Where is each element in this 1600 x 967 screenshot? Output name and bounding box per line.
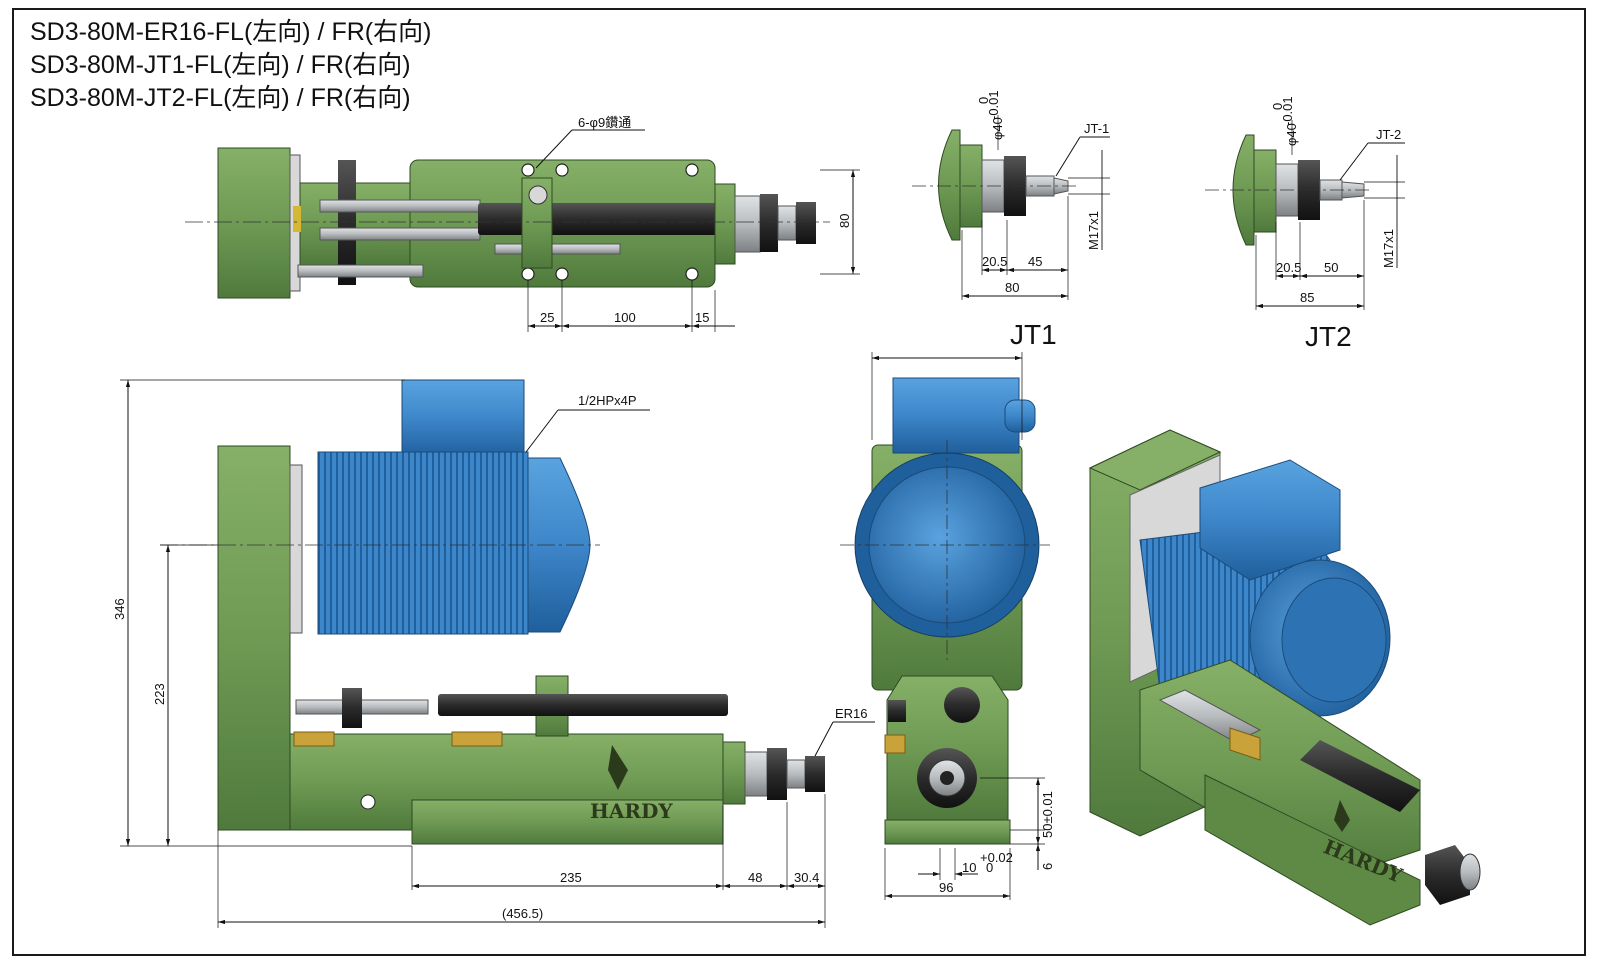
dim-front-96: 96 [939, 880, 953, 895]
iso-base [1204, 774, 1421, 926]
dim-jt1-20-5: 20.5 [982, 254, 1007, 269]
top-guide-rod [319, 199, 481, 213]
side-motor-junction-box [401, 379, 525, 459]
dim-jt1-dia-tol-lower: -0.01 [986, 90, 1001, 120]
dim-top-25: 25 [540, 310, 554, 325]
top-spindle-flange [714, 183, 736, 265]
dim-side-223: 223 [152, 683, 167, 705]
jt1-title: JT1 [1010, 319, 1057, 350]
dim-jt1-thread: M17x1 [1086, 211, 1101, 250]
dim-side-235: 235 [560, 870, 582, 885]
collet-callout: ER16 [835, 706, 868, 721]
side-spindle-nut [767, 748, 787, 800]
jt2-flange [1253, 149, 1277, 233]
iso-junction-box [1199, 459, 1341, 581]
model-title-er16: SD3-80M-ER16-FL(左向) / FR(右向) [30, 18, 432, 46]
motor-spec-callout: 1/2HPx4P [578, 393, 637, 408]
side-view: 1/2HPx4P ER16 HARDY 346 223 [112, 379, 875, 928]
jt2-title: JT2 [1305, 321, 1352, 352]
dim-side-456-5: (456.5) [502, 906, 543, 921]
dim-jt2-dia-tol-upper: 0 [1270, 103, 1285, 110]
top-spindle-nut [760, 194, 778, 252]
top-hydraulic-rod [297, 264, 424, 278]
top-hex-bolt [528, 185, 548, 205]
dim-side-48: 48 [748, 870, 762, 885]
model-title-jt2: SD3-80M-JT2-FL(左向) / FR(右向) [30, 84, 411, 112]
top-cylinder [478, 203, 718, 235]
top-view: 6-φ9鑽通 80 25 100 15 [185, 115, 860, 332]
isometric-view: HARDY [1088, 429, 1481, 926]
top-brass-plug [293, 206, 301, 232]
dim-jt1-80: 80 [1005, 280, 1019, 295]
top-collet-nut [796, 202, 816, 244]
dim-top-100: 100 [614, 310, 636, 325]
dim-side-346: 346 [112, 598, 127, 620]
jt1-detail: JT-1 φ40 0 -0.01 M17x1 20.5 45 80 JT1 [912, 90, 1110, 350]
jt2-callout: JT-2 [1376, 127, 1401, 142]
dim-front-6: 6 [1040, 863, 1055, 870]
side-cylinder [438, 694, 728, 716]
model-title-block: SD3-80M-ER16-FL(左向) / FR(右向) SD3-80M-JT1… [30, 16, 431, 115]
dim-front-50: 50±0.01 [1040, 791, 1055, 838]
dim-jt2-50: 50 [1324, 260, 1338, 275]
iso-spindle-nut [1425, 845, 1470, 905]
side-stop-blocks [293, 731, 503, 747]
side-collet-nut [805, 756, 825, 792]
dim-jt2-85: 85 [1300, 290, 1314, 305]
front-cylinder-end [944, 687, 980, 723]
dim-side-30-4: 30.4 [794, 870, 819, 885]
dim-jt2-dia-tol-lower: -0.01 [1280, 96, 1295, 126]
dim-jt2-20-5: 20.5 [1276, 260, 1301, 275]
dim-jt1-dia-tol-upper: 0 [976, 97, 991, 104]
dim-front-10-tol-upper: +0.02 [980, 850, 1013, 865]
dim-jt1-dia: φ40 [990, 117, 1005, 140]
side-motor-body [317, 451, 529, 635]
jt1-callout: JT-1 [1084, 121, 1109, 136]
top-spindle-nose [777, 205, 797, 241]
top-spindle-sleeve [734, 195, 761, 253]
dim-top-height: 80 [837, 214, 852, 228]
front-base [884, 819, 1011, 845]
jt1-housing-arc [938, 129, 961, 241]
jt2-detail: JT-2 φ40 0 -0.01 M17x1 20.5 50 85 JT2 [1205, 96, 1405, 352]
top-clamp-block [338, 160, 356, 285]
dim-jt2-dia: φ40 [1284, 123, 1299, 146]
top-gearbox-housing [217, 147, 291, 299]
top-stop-rod [494, 243, 621, 255]
holes-leader [535, 129, 573, 169]
dim-jt2-thread: M17x1 [1381, 229, 1396, 268]
side-base [411, 799, 724, 845]
front-view: 50±0.01 6 10 +0.02 0 96 [840, 352, 1055, 900]
side-brand: HARDY [590, 799, 673, 823]
dim-jt1-45: 45 [1028, 254, 1042, 269]
iso-cylinder [1300, 740, 1420, 812]
dim-front-10-tol-lower: 0 [986, 860, 993, 875]
hardy-logo-mark [608, 745, 628, 790]
holes-callout: 6-φ9鑽通 [578, 115, 631, 130]
front-junction-box [892, 377, 1020, 454]
top-guide-rod-2 [319, 227, 481, 241]
dim-top-15: 15 [695, 310, 709, 325]
dim-front-10: 10 [962, 860, 976, 875]
side-gearbox-housing [217, 445, 291, 831]
model-title-jt1: SD3-80M-JT1-FL(左向) / FR(右向) [30, 51, 411, 79]
